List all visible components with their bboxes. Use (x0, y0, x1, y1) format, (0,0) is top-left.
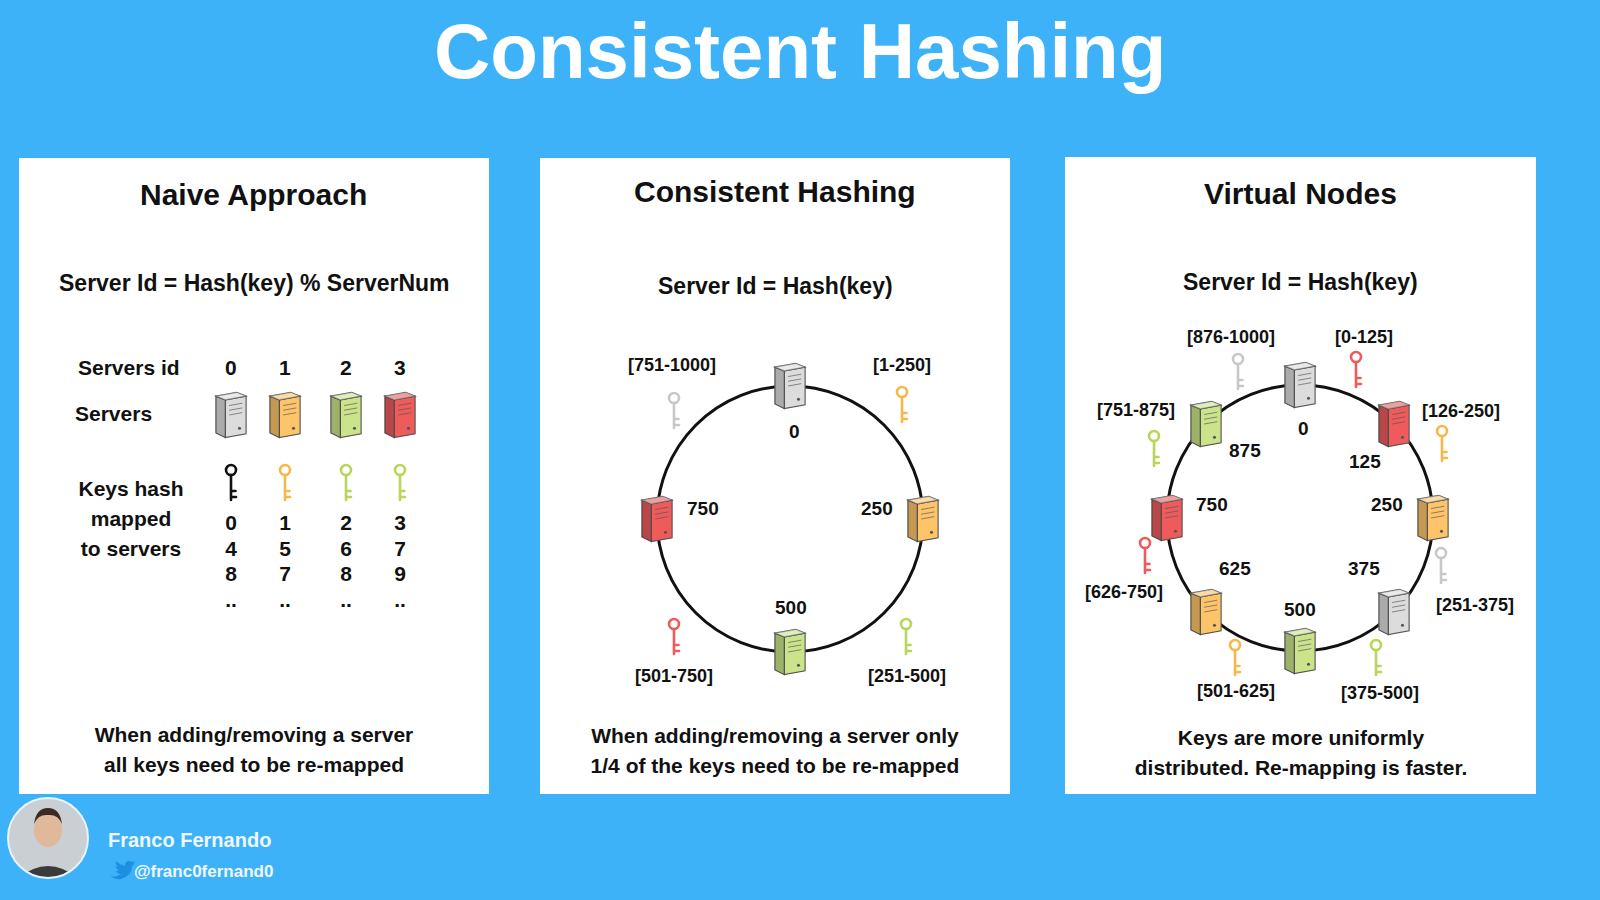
panel (1065, 157, 1536, 794)
server-id: 0 (225, 355, 237, 380)
key-icon (1351, 352, 1361, 387)
formula: Server Id = Hash(key) (1183, 269, 1418, 297)
key-list: 3 7 9 .. (392, 510, 408, 612)
key-icon (669, 619, 679, 654)
hash-range: [751-1000] (628, 355, 716, 377)
hash-range: [501-750] (635, 666, 713, 688)
avatar (8, 798, 88, 884)
hash-ring (657, 386, 923, 652)
server-icon (1285, 628, 1315, 673)
ring-position: 750 (1196, 494, 1228, 517)
server-icon (775, 363, 805, 408)
hash-range: [375-500] (1341, 683, 1419, 705)
ring-position: 625 (1219, 558, 1251, 581)
formula: Server Id = Hash(key) (658, 273, 893, 301)
panel-note: When adding/removing a server only 1/4 o… (555, 721, 995, 781)
hash-range: [501-625] (1197, 681, 1275, 703)
ring-position: 500 (775, 597, 807, 620)
ring-position: 375 (1348, 558, 1380, 581)
ring-position: 875 (1229, 440, 1261, 463)
author-credit: @franc0fernand0 (134, 862, 273, 882)
server-id: 2 (340, 355, 352, 380)
server-icon (1191, 401, 1221, 446)
hash-range: [876-1000] (1187, 327, 1275, 349)
key-list: 1 5 7 .. (277, 510, 293, 612)
hash-range: [0-125] (1335, 327, 1393, 349)
panel-heading: Virtual Nodes (1204, 176, 1397, 212)
ring-position: 0 (789, 421, 800, 444)
ring-position: 0 (1298, 418, 1309, 441)
server-icon (1152, 495, 1182, 540)
panel (19, 158, 489, 794)
key-icon (1149, 431, 1159, 466)
key-icon (280, 465, 290, 500)
server-id: 1 (279, 355, 291, 380)
server-icon (1379, 589, 1409, 634)
server-icon (775, 629, 805, 674)
hash-range: [626-750] (1085, 582, 1163, 604)
hash-range: [251-500] (868, 666, 946, 688)
key-icon (1371, 640, 1381, 675)
key-icon (226, 465, 236, 500)
server-icon (270, 392, 300, 437)
server-icon (1418, 495, 1448, 540)
server-icon (216, 392, 246, 437)
hash-range: [751-875] (1097, 400, 1175, 422)
avatar-ring (8, 798, 88, 878)
server-icon (908, 496, 938, 541)
row-label: Keys hash mapped to servers (61, 474, 201, 564)
server-icon (385, 392, 415, 437)
key-icon (341, 465, 351, 500)
key-icon (901, 619, 911, 654)
key-icon (395, 465, 405, 500)
key-icon (897, 387, 907, 422)
key-icon (1230, 640, 1240, 675)
key-list: 2 6 8 .. (338, 510, 354, 612)
panel: Virtual NodesServer Id = Hash(key) Keys a… (1065, 157, 1536, 794)
page-title: Consistent Hashing (434, 9, 1166, 95)
panel-note: Keys are more uniformly distributed. Re-… (1081, 723, 1521, 783)
hash-range: [1-250] (873, 355, 931, 377)
bird-icon (110, 861, 135, 879)
ring-position: 750 (687, 498, 719, 521)
ring-position: 125 (1349, 451, 1381, 474)
key-list: 0 4 8 .. (223, 510, 239, 612)
server-icon (1285, 362, 1315, 407)
key-icon (1140, 538, 1150, 573)
panel: Consistent HashingServer Id = Hash(key) W… (540, 158, 1010, 794)
hash-ring (1167, 385, 1433, 651)
server-id: 3 (394, 355, 406, 380)
key-icon (1233, 354, 1243, 389)
hash-range: [251-375] (1436, 595, 1514, 617)
key-icon (1436, 548, 1446, 583)
server-icon (642, 496, 672, 541)
panel-heading: Naive Approach (140, 177, 367, 213)
key-icon (669, 393, 679, 428)
row-label: Servers (75, 401, 152, 426)
server-icon (1379, 401, 1409, 446)
panel (540, 158, 1010, 794)
ring-position: 250 (1371, 494, 1403, 517)
ring-position: 250 (861, 498, 893, 521)
row-label: Servers id (78, 355, 180, 380)
panel-note: When adding/removing a server all keys n… (34, 720, 474, 780)
formula: Server Id = Hash(key) % ServerNum (59, 270, 450, 298)
ring-position: 500 (1284, 599, 1316, 622)
panel: Naive ApproachServer Id = Hash(key) % Se… (19, 158, 489, 794)
server-icon (1191, 589, 1221, 634)
hash-range: [126-250] (1422, 401, 1500, 423)
panel-heading: Consistent Hashing (634, 174, 916, 210)
server-icon (331, 392, 361, 437)
author-credit: Franco Fernando (108, 828, 271, 852)
key-icon (1437, 426, 1447, 461)
